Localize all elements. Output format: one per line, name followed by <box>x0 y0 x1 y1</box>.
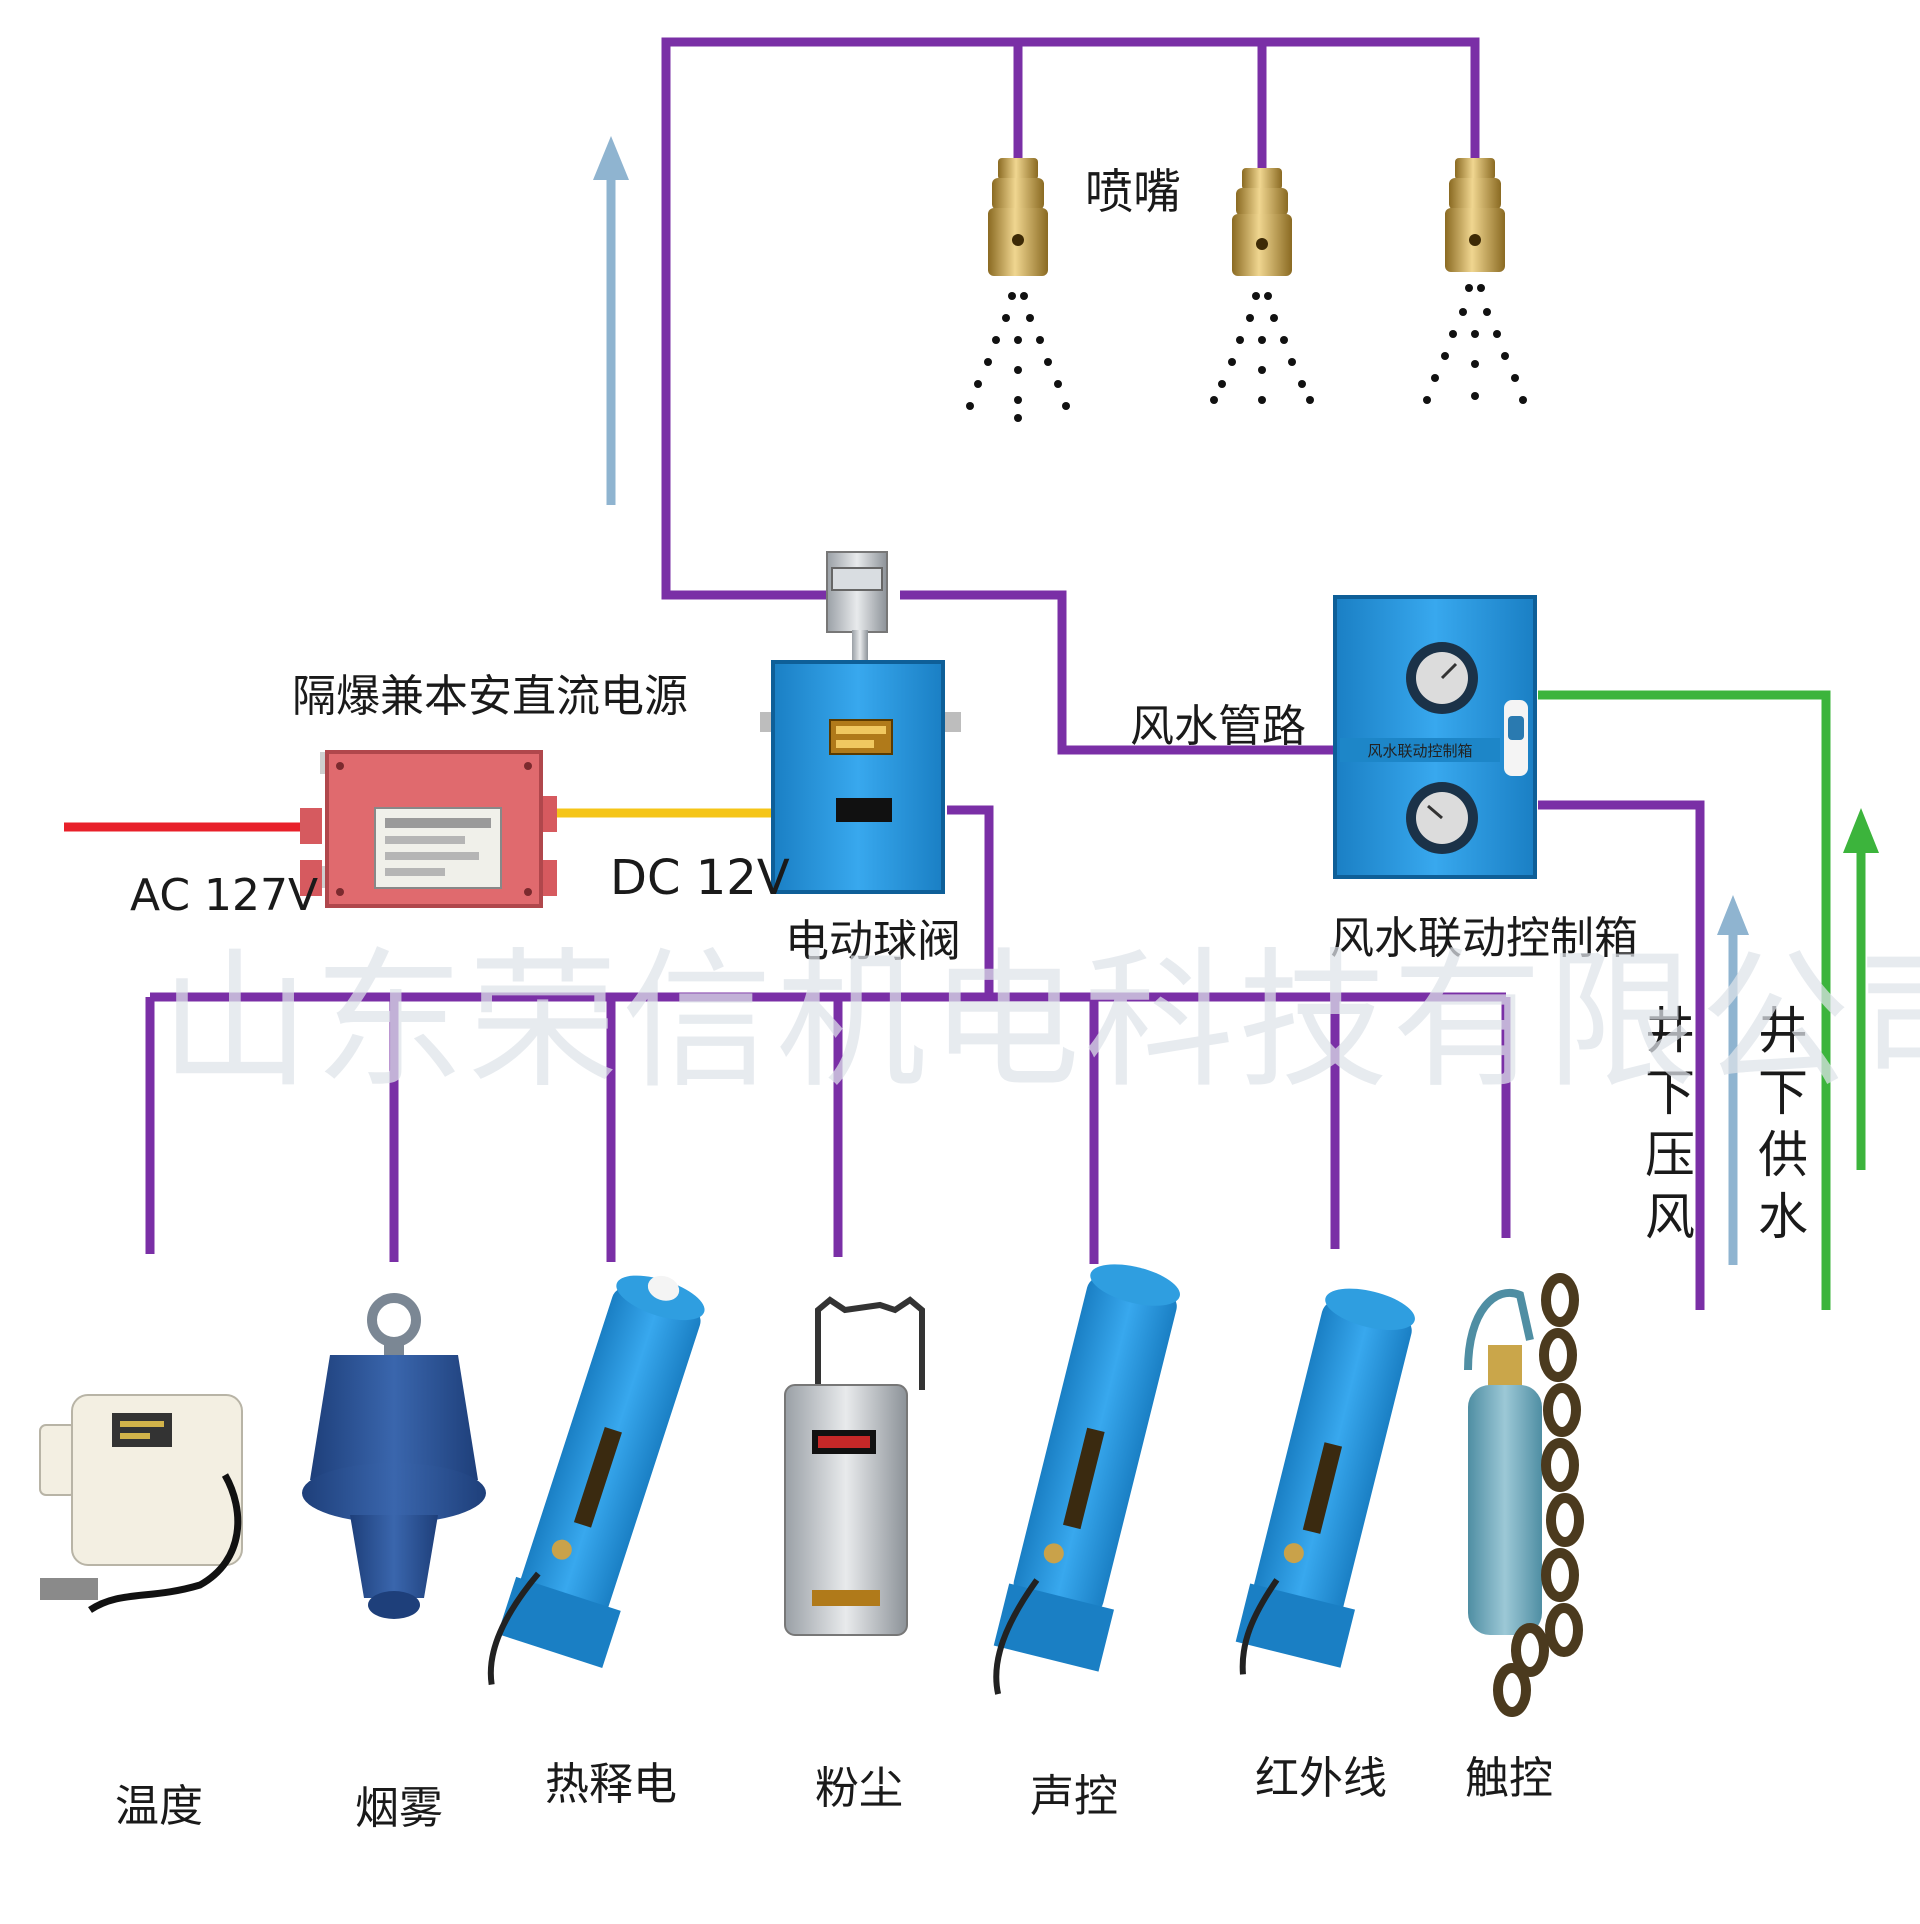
water-inflow-arrow-icon <box>1843 808 1879 1170</box>
sound-sensor-icon <box>993 1264 1180 1695</box>
underground-air-label: 井下压风 <box>1645 1002 1695 1246</box>
power-supply-icon <box>300 750 557 908</box>
ball-valve-icon <box>760 551 961 894</box>
sensor-label-sound: 声控 <box>1030 1771 1118 1822</box>
sensor-label-smoke: 烟雾 <box>355 1783 443 1834</box>
control-box-icon: 风水联动控制箱 <box>1333 595 1537 879</box>
company-watermark: 山东荣信机电科技有限公司 <box>160 935 1920 1109</box>
sensor-bus-trunk <box>947 805 994 997</box>
spray-pipe-network <box>145 37 1705 1310</box>
sensor-label-infrared: 红外线 <box>1255 1753 1387 1804</box>
air-water-pipe-label: 风水管路 <box>1130 701 1306 752</box>
sensor-label-dust: 粉尘 <box>815 1763 903 1814</box>
nozzle-icon <box>1423 158 1527 404</box>
sensor-label-touch: 触控 <box>1465 1753 1553 1804</box>
underground-water-label: 井下供水 <box>1758 1002 1808 1246</box>
smoke-sensor-icon <box>302 1293 486 1619</box>
nozzle-icon <box>1210 168 1314 404</box>
ball-valve-label: 电动球阀 <box>785 916 961 967</box>
control-box-label: 风水联动控制箱 <box>1330 913 1638 964</box>
dc-voltage-label: DC 12V <box>610 850 790 906</box>
sensor-label-temperature: 温度 <box>115 1781 203 1832</box>
nozzle-icon <box>966 158 1070 422</box>
air-inflow-arrow-icon <box>1717 895 1749 1265</box>
nozzle-label: 喷嘴 <box>1085 164 1182 220</box>
infrared-sensor-icon <box>1235 1288 1415 1675</box>
control-air-pipe <box>1538 800 1705 1310</box>
valve-to-control-pipe <box>900 590 1340 755</box>
pyroelectric-sensor-icon <box>487 1275 705 1686</box>
sensor-label-pyroelectric: 热释电 <box>545 1759 677 1810</box>
control-box-plate: 风水联动控制箱 <box>1367 742 1472 760</box>
arrow-up-icon <box>593 136 629 505</box>
temperature-sensor-icon <box>39 1394 243 1613</box>
water-supply-pipe <box>1538 690 1831 1310</box>
spray-main-pipe <box>661 37 1480 600</box>
touch-sensor-icon <box>1464 1273 1584 1717</box>
dust-sensor-icon <box>784 1296 925 1636</box>
ac-voltage-label: AC 127V <box>130 870 319 921</box>
power-supply-label: 隔爆兼本安直流电源 <box>292 671 688 722</box>
